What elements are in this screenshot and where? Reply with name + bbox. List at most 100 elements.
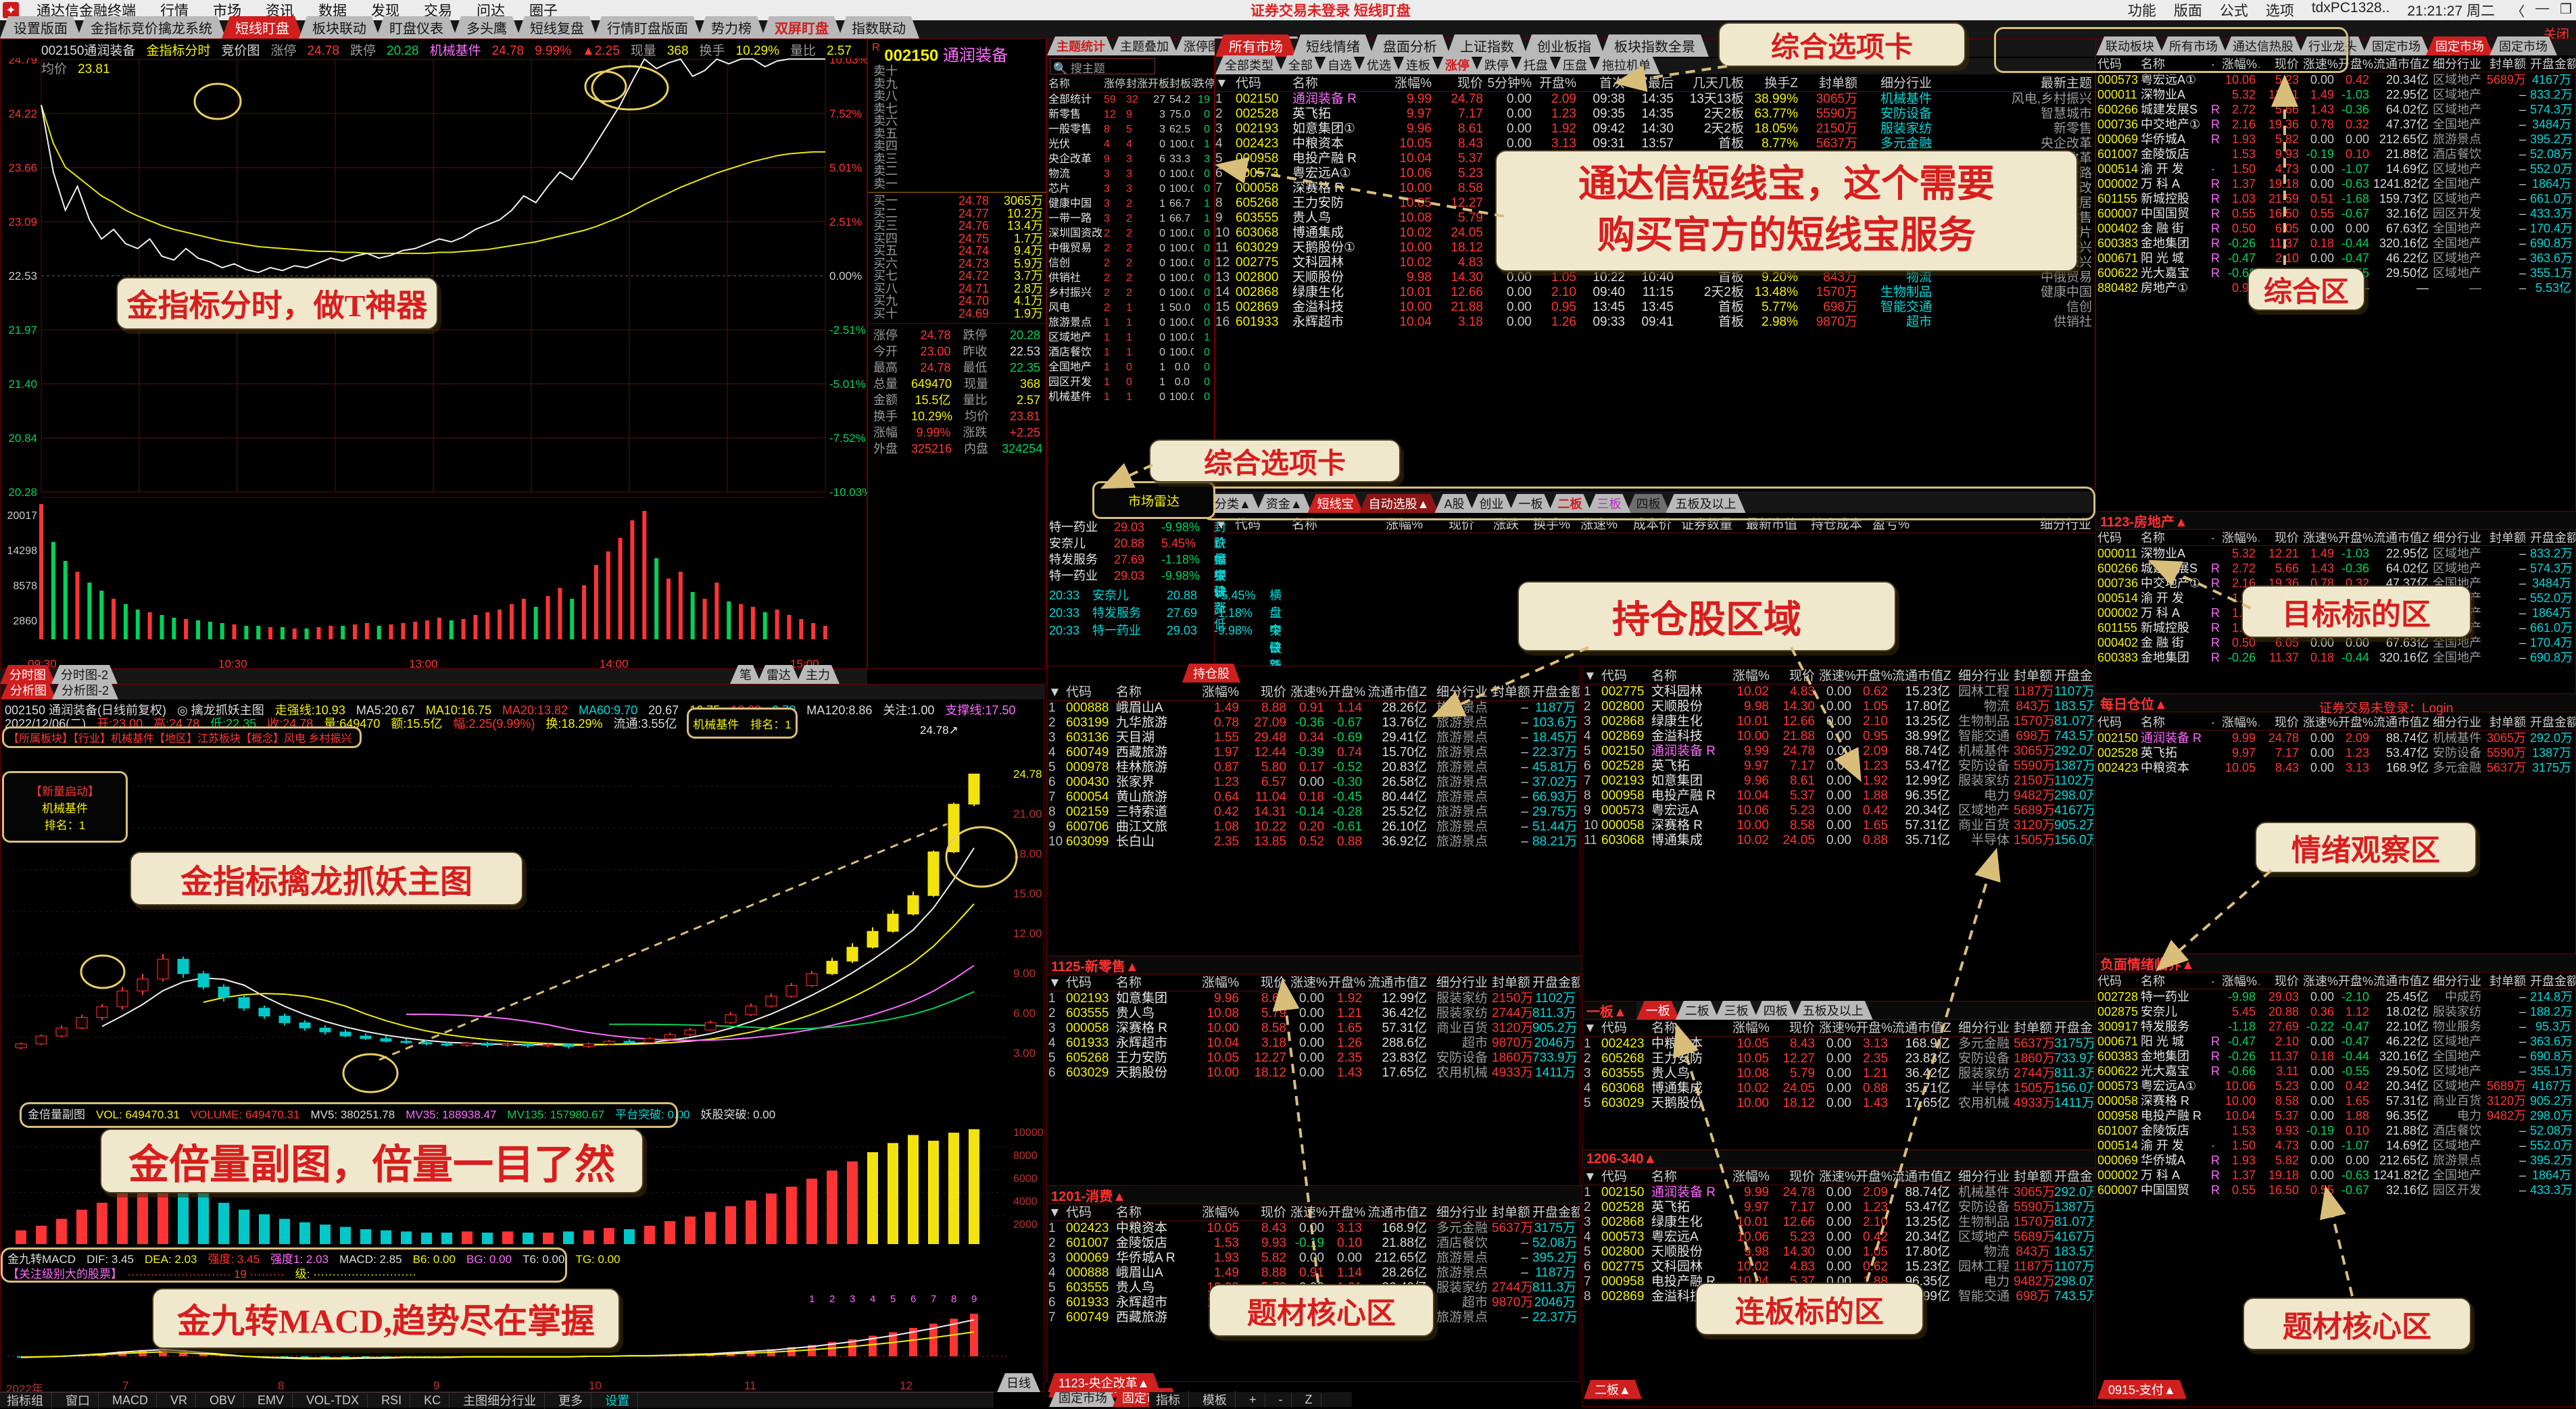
- section-label[interactable]: 每日仓位▲: [2100, 697, 2168, 712]
- ladder-row[interactable]: 卖三: [873, 151, 898, 166]
- back-icon[interactable]: 〈: [2511, 4, 2525, 20]
- tab[interactable]: VOL-TDX: [306, 1393, 368, 1408]
- tab[interactable]: 拖拉机单: [1593, 55, 1660, 74]
- tab[interactable]: tdxPC1328..: [2311, 0, 2390, 16]
- tab[interactable]: 四板: [1627, 494, 1670, 513]
- tab[interactable]: 托盘: [1514, 55, 1557, 74]
- tab[interactable]: 主题统计: [1047, 36, 1115, 55]
- tab[interactable]: 市场: [213, 3, 241, 19]
- tab[interactable]: 联动板块: [2096, 36, 2164, 55]
- tab[interactable]: VR: [170, 1393, 197, 1408]
- tab[interactable]: KC: [424, 1393, 450, 1408]
- tab[interactable]: 主题叠加: [1111, 36, 1178, 55]
- tab[interactable]: 多头鹰: [453, 16, 520, 39]
- tab[interactable]: 板块指数全景: [1601, 34, 1709, 57]
- tab[interactable]: 分析图: [1, 681, 56, 699]
- tab[interactable]: 短线情绪: [1292, 34, 1374, 57]
- tab[interactable]: 选项: [2265, 3, 2294, 19]
- tab[interactable]: 三板: [1588, 494, 1631, 513]
- tab[interactable]: 金指标竞价擒龙系统: [77, 16, 226, 39]
- tab[interactable]: 盯盘仪表: [376, 16, 457, 39]
- timeshare-chart[interactable]: 24.7924.2223.6623.0922.5321.9721.4020.84…: [1, 58, 868, 660]
- tab[interactable]: +: [1249, 1392, 1265, 1407]
- tab[interactable]: 圈子: [529, 3, 558, 19]
- tab[interactable]: OBV: [210, 1393, 245, 1408]
- tab[interactable]: 行情盯盘版面: [593, 16, 702, 39]
- ladder-row[interactable]: 卖六: [873, 114, 898, 128]
- tab[interactable]: 全部: [1279, 55, 1322, 74]
- tab[interactable]: 发现: [371, 3, 399, 19]
- ladder-row[interactable]: 卖四: [873, 139, 898, 153]
- section-label[interactable]: 1123-房地产▲: [2100, 514, 2188, 530]
- tab[interactable]: 行业龙头: [2299, 36, 2366, 55]
- tab[interactable]: RSI: [381, 1393, 411, 1408]
- tab[interactable]: 二板: [1549, 494, 1592, 513]
- tab[interactable]: MACD: [112, 1393, 157, 1408]
- tab[interactable]: 设置版面: [0, 16, 81, 39]
- tab[interactable]: 二板: [1676, 1001, 1719, 1020]
- tab[interactable]: 21:21:27 周二: [2407, 3, 2495, 19]
- tab[interactable]: 分析图-2: [52, 681, 118, 699]
- tab[interactable]: 双屏盯盘: [761, 16, 842, 39]
- tab[interactable]: 优选: [1357, 55, 1401, 74]
- tab[interactable]: 固定市场: [2362, 36, 2430, 55]
- tab[interactable]: 一板: [1509, 494, 1553, 513]
- tab[interactable]: 创业板指: [1524, 34, 1605, 57]
- section-label[interactable]: 负面情绪临界▲: [2100, 957, 2195, 972]
- tab-section-bottom[interactable]: 二板▲: [1584, 1380, 1642, 1399]
- tab[interactable]: Z: [1305, 1392, 1321, 1407]
- tab[interactable]: 跌停: [1475, 55, 1518, 74]
- tab[interactable]: 连板: [1396, 55, 1440, 74]
- tab[interactable]: 资讯: [266, 3, 294, 19]
